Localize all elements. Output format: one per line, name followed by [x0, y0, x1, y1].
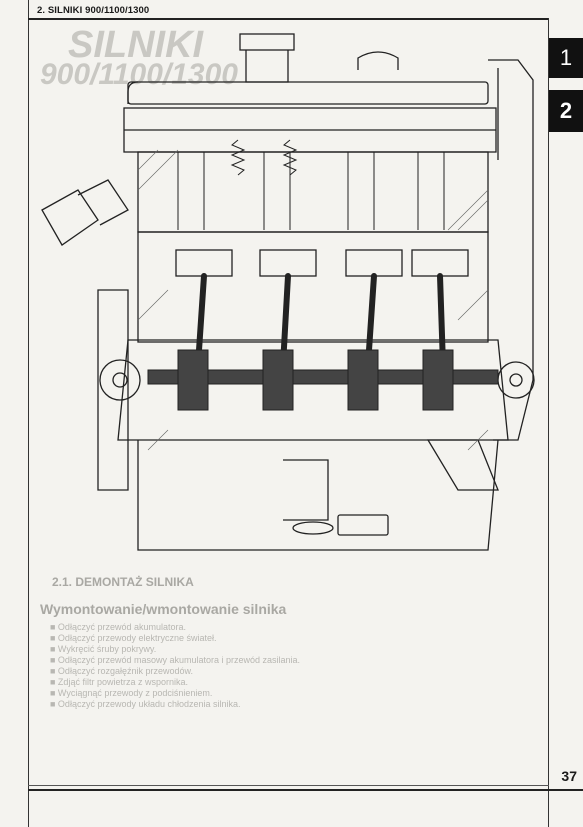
bleedthrough-body: ■ Odłączyć przewód akumulatora. ■ Odłącz… [50, 622, 520, 710]
engine-cross-section-drawing [41, 33, 535, 551]
footer-rule [28, 789, 583, 791]
bleedthrough-line: ■ Zdjąć filtr powietrza z wspornika. [50, 677, 188, 687]
left-margin-rule [28, 0, 30, 827]
header-rule [28, 18, 549, 20]
bleedthrough-line: ■ Odłączyć przewody układu chłodzenia si… [50, 699, 241, 709]
chapter-tab-2: 2 [549, 90, 583, 132]
bottom-rule [28, 785, 549, 786]
ghost-engine-numbers: 900/1100/1300 [40, 58, 238, 91]
bleedthrough-line: ■ Wykręcić śruby pokrywy. [50, 644, 157, 654]
chapter-tab-1: 1 [549, 38, 583, 78]
bleedthrough-line: ■ Odłączyć przewody elektryczne świateł. [50, 633, 217, 643]
ghost-silniki: SILNIKI [68, 24, 204, 66]
bleedthrough-section-heading: 2.1. DEMONTAŻ SILNIKA [52, 575, 194, 589]
running-header: 2. SILNIKI 900/1100/1300 [37, 5, 150, 16]
right-margin-rule [547, 18, 549, 827]
bleedthrough-line: ■ Odłączyć rozgałęźnik przewodów. [50, 666, 193, 676]
bleedthrough-line: ■ Odłączyć przewód akumulatora. [50, 622, 186, 632]
bleedthrough-subtitle: Wymontowanie/wmontowanie silnika [40, 601, 287, 617]
bleedthrough-line: ■ Odłączyć przewód masowy akumulatora i … [50, 655, 301, 665]
page-number: 37 [561, 768, 577, 784]
bleedthrough-line: ■ Wyciągnąć przewody z podciśnieniem. [50, 688, 213, 698]
